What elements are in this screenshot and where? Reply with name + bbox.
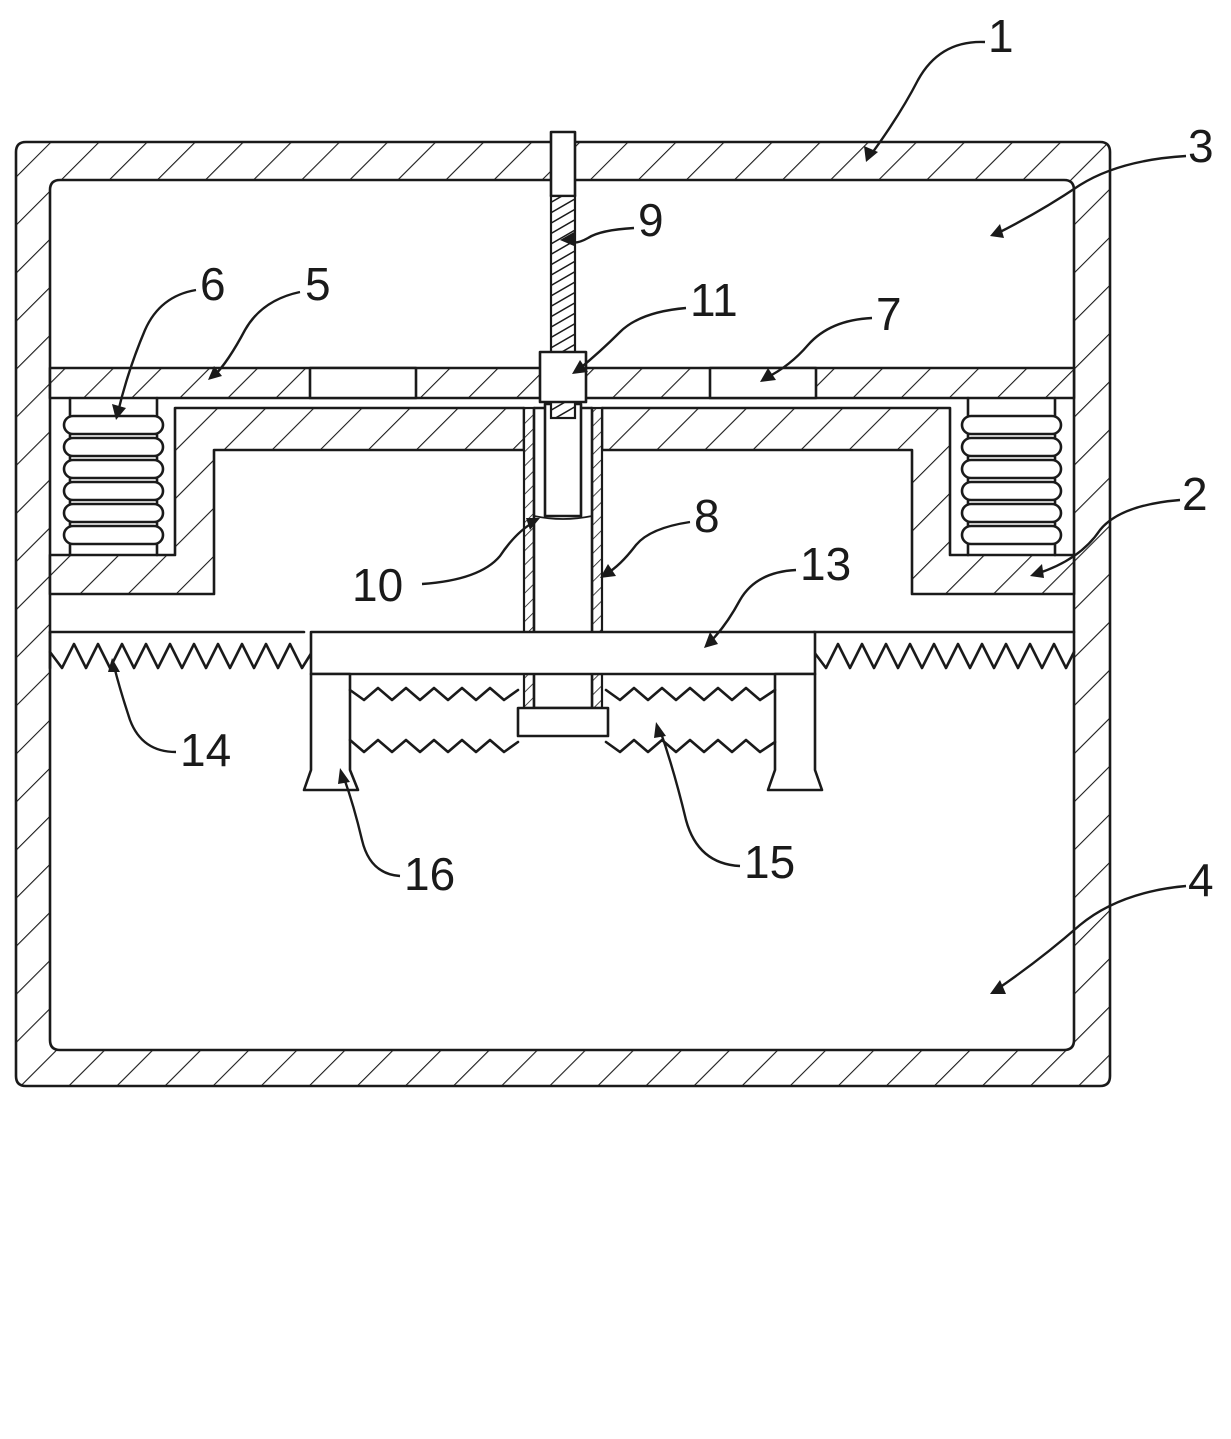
svg-text:7: 7 [876, 288, 902, 340]
svg-text:1: 1 [988, 10, 1014, 62]
svg-text:3: 3 [1188, 120, 1214, 172]
spring-right [960, 396, 1063, 557]
svg-text:2: 2 [1182, 468, 1208, 520]
spring-left [62, 396, 165, 557]
svg-text:11: 11 [690, 274, 738, 326]
callout-7: 7 [760, 288, 902, 382]
zigzag-bellows [348, 686, 777, 754]
svg-text:4: 4 [1188, 854, 1214, 906]
svg-text:15: 15 [744, 836, 795, 888]
tube-end-fitting [516, 706, 610, 738]
svg-text:5: 5 [305, 258, 331, 310]
callout-13: 13 [704, 538, 851, 648]
svg-text:10: 10 [352, 559, 403, 611]
callout-8: 8 [600, 490, 720, 578]
callout-6: 6 [112, 258, 226, 420]
callout-5: 5 [208, 258, 331, 380]
svg-text:9: 9 [638, 194, 664, 246]
serrated-strip-left [48, 630, 314, 670]
crossbar [309, 630, 817, 676]
callout-9: 9 [560, 194, 664, 246]
svg-text:16: 16 [404, 848, 455, 900]
callout-16: 16 [338, 768, 455, 900]
callout-4: 4 [990, 854, 1214, 994]
callout-10: 10 [352, 518, 540, 611]
screw-top-plain [549, 130, 577, 198]
leg-right [766, 672, 824, 792]
callout-3: 3 [990, 120, 1214, 238]
plate-opening-right [708, 366, 818, 400]
nut-block [538, 350, 588, 404]
plate-opening-left [308, 366, 418, 400]
callout-14: 14 [108, 658, 231, 776]
svg-text:6: 6 [200, 258, 226, 310]
outer-box-wall [14, 140, 1112, 1088]
svg-text:14: 14 [180, 724, 231, 776]
callout-2: 2 [1030, 468, 1208, 578]
serrated-strip-right [812, 630, 1076, 670]
svg-text:13: 13 [800, 538, 851, 590]
callout-11: 11 [572, 274, 738, 374]
leg-left [302, 672, 360, 792]
callout-1: 1 [864, 10, 1014, 162]
callout-15: 15 [654, 722, 795, 888]
svg-text:8: 8 [694, 490, 720, 542]
inner-rod [543, 402, 583, 518]
